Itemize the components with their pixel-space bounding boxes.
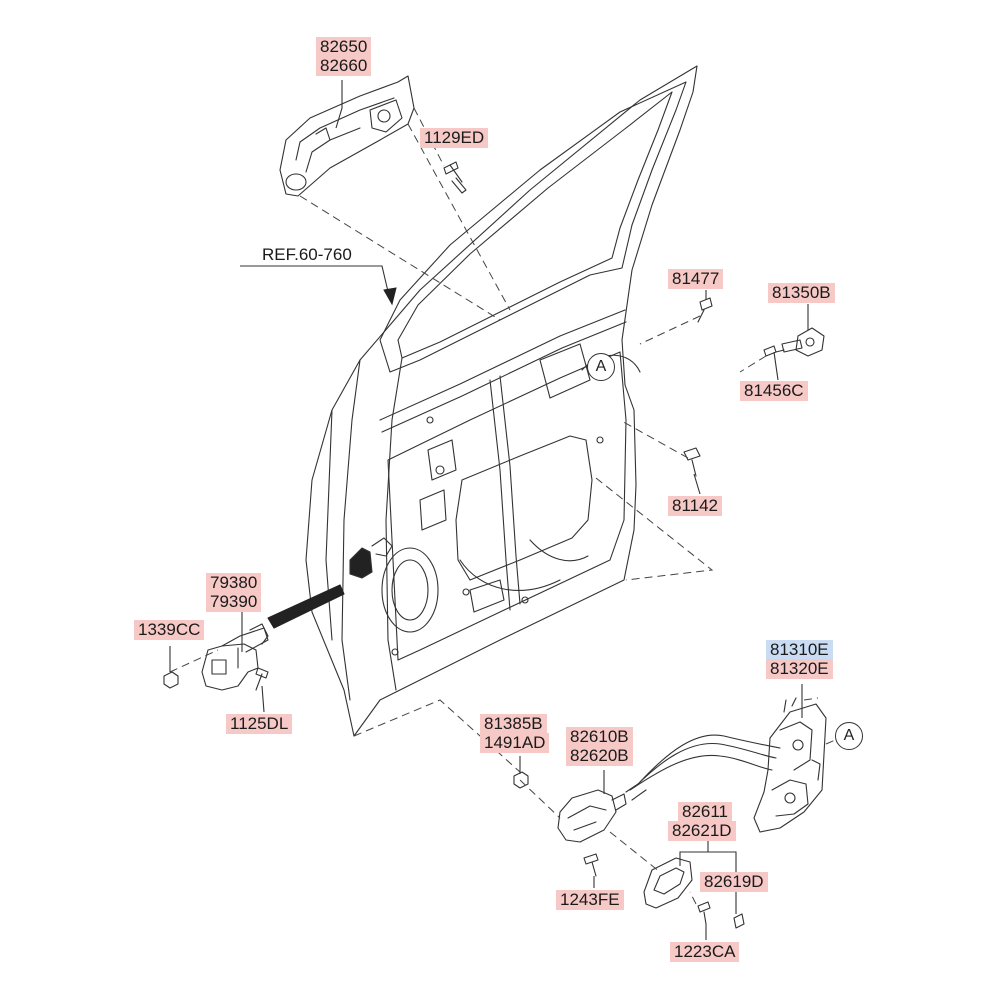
inside-door-handle-assembly — [279, 75, 415, 197]
door-panel — [305, 65, 698, 737]
handle-mechanism-82610B — [557, 789, 627, 843]
label-81456C: 81456C — [740, 381, 808, 401]
door-checker-strap — [267, 584, 345, 629]
handle-cover-82611 — [643, 857, 693, 909]
bolt-81142 — [683, 447, 701, 477]
bolt-1129ED — [443, 161, 467, 194]
screw-1223CA — [697, 901, 711, 925]
label-1223CA: 1223CA — [670, 942, 740, 962]
label-82621D: 82621D — [668, 821, 736, 841]
bolt-81477 — [697, 297, 713, 323]
label-1243FE: 1243FE — [556, 890, 624, 910]
striker-81350B — [781, 327, 825, 357]
nut-1339CC — [163, 671, 179, 689]
door-checker — [201, 623, 269, 691]
detail-a-callout-latch: A — [835, 722, 863, 750]
label-82611: 82611 — [678, 802, 733, 822]
label-79390: 79390 — [206, 592, 262, 612]
bolt-1125DL — [255, 667, 269, 691]
label-82620B: 82620B — [566, 746, 633, 766]
ref-arrow-head — [383, 287, 397, 306]
detail-a-callout-door: A — [587, 353, 615, 381]
door-latch-assembly — [753, 697, 827, 833]
label-81142: 81142 — [668, 496, 723, 516]
label-81320E: 81320E — [766, 659, 833, 679]
latch-cables — [625, 734, 781, 801]
label-ref-60-760: REF.60-760 — [262, 245, 352, 264]
cap-82619D — [733, 913, 745, 929]
label-1129ED: 1129ED — [420, 128, 489, 148]
label-1125DL: 1125DL — [226, 714, 293, 734]
label-81385B: 81385B — [480, 714, 547, 734]
screw-1243FE — [583, 853, 599, 877]
label-82619D: 82619D — [700, 872, 768, 892]
label-82650: 82650 — [316, 37, 372, 57]
label-81310E: 81310E — [766, 640, 833, 660]
label-1491AD: 1491AD — [480, 733, 550, 753]
dashed-alignment-lines — [169, 107, 841, 905]
label-79380: 79380 — [206, 573, 262, 593]
solid-leader-lines — [169, 80, 809, 940]
label-82660: 82660 — [316, 56, 372, 76]
label-82610B: 82610B — [566, 727, 633, 747]
label-81477: 81477 — [668, 269, 724, 289]
bolt-81456C — [763, 345, 785, 357]
label-81350B: 81350B — [768, 283, 835, 303]
nut-81385B — [513, 771, 529, 789]
label-1339CC: 1339CC — [134, 620, 205, 640]
